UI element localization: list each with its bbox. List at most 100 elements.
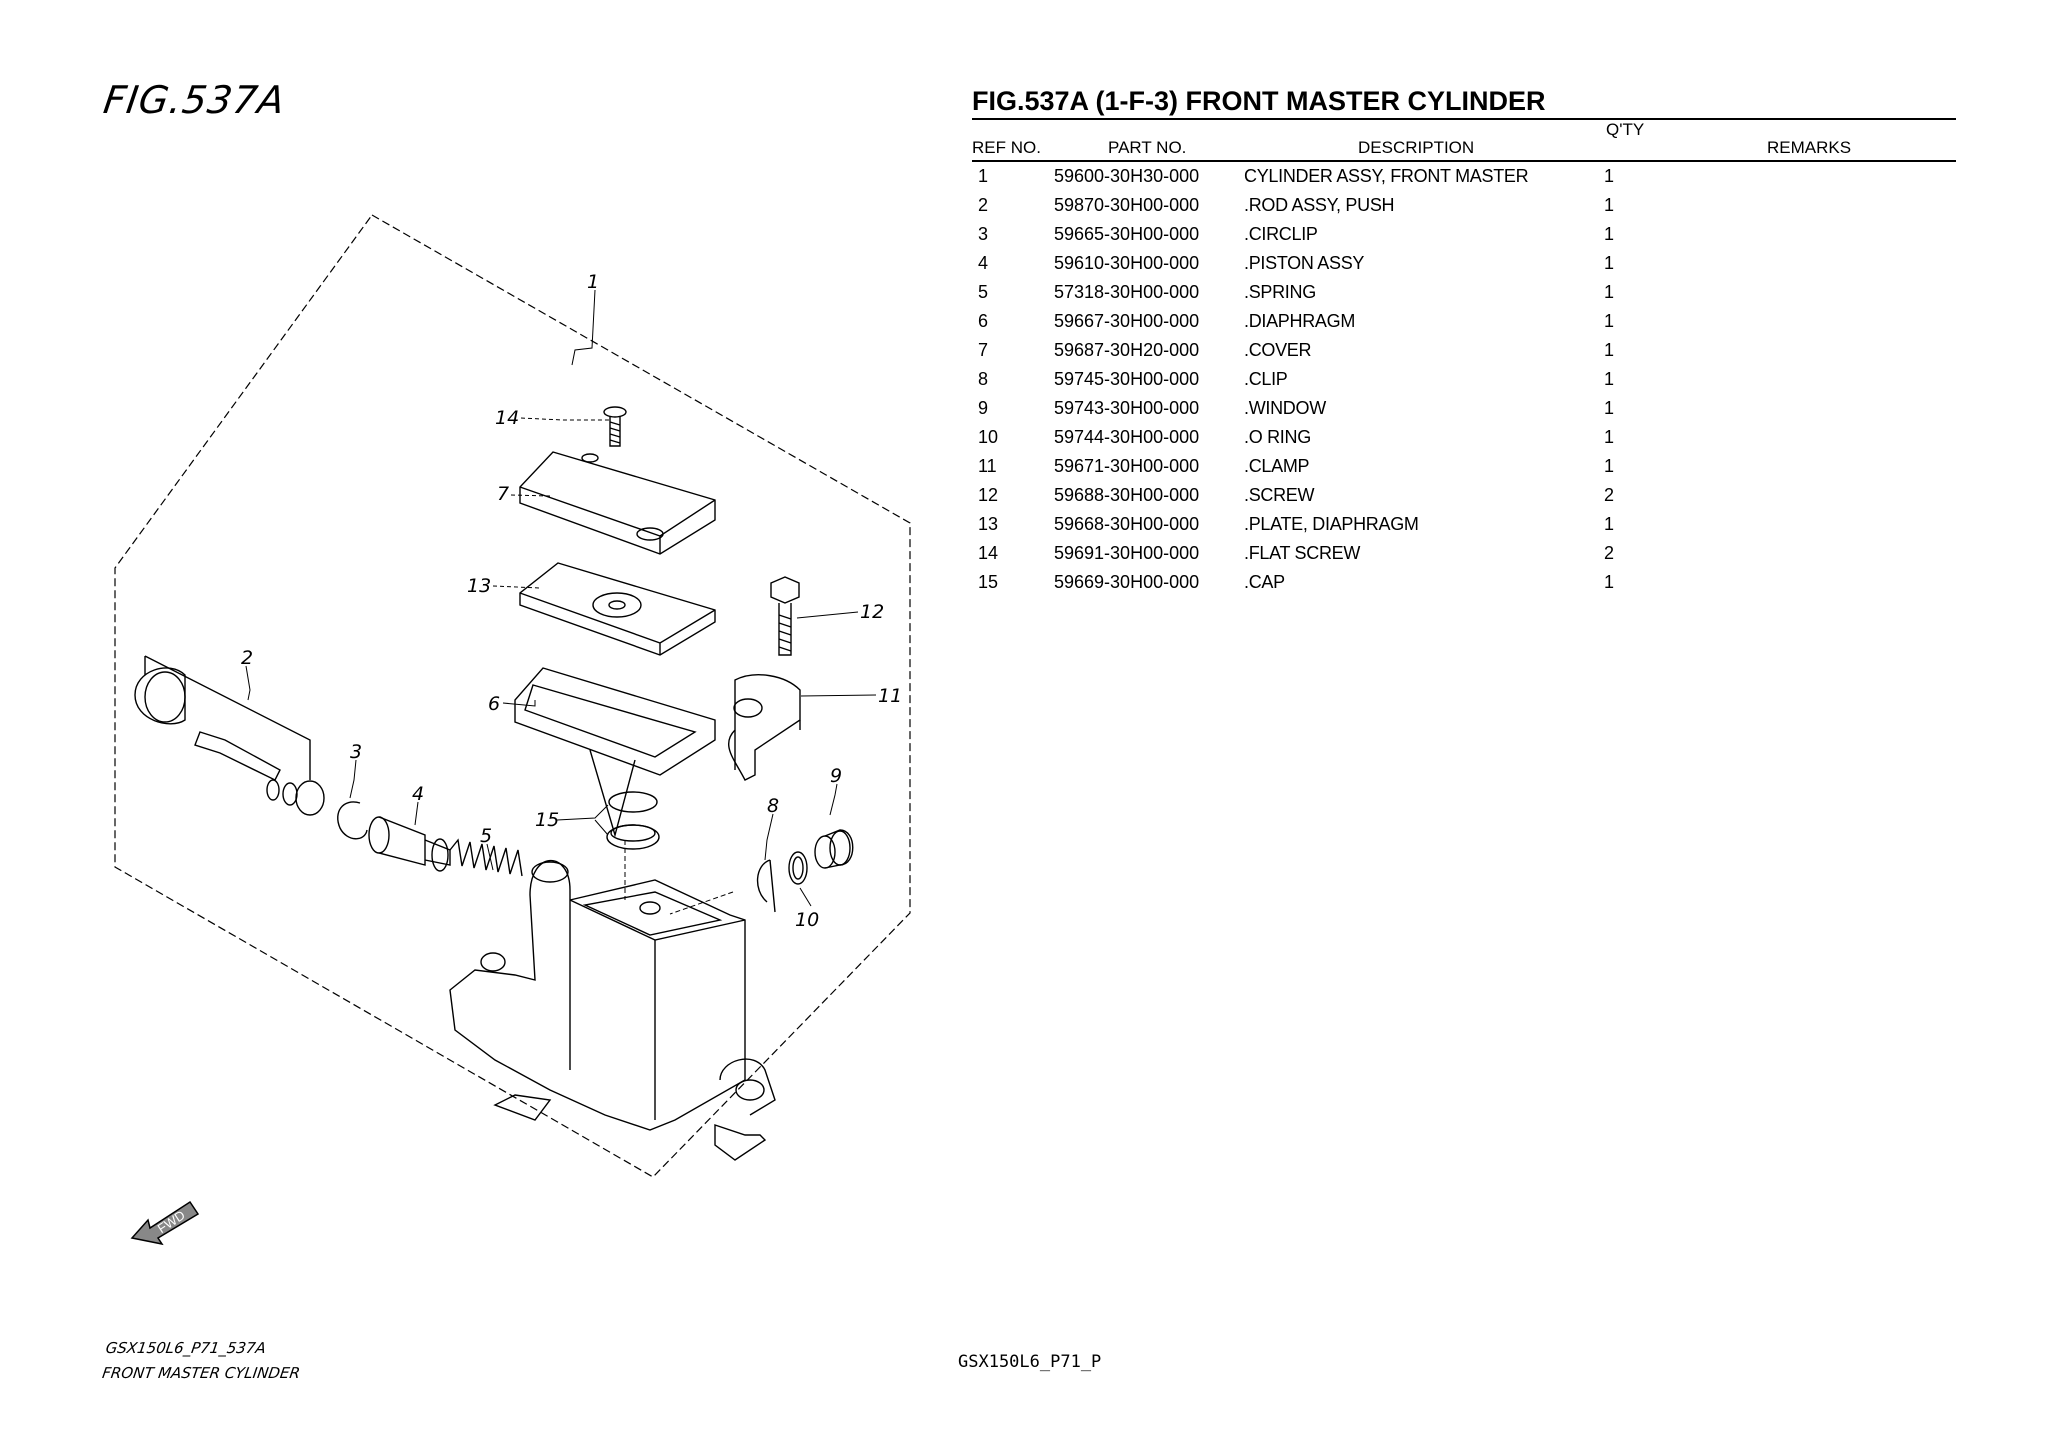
callout-2: 2: [241, 647, 253, 669]
callout-13: 13: [467, 575, 491, 597]
ref-cell: 11: [978, 456, 997, 476]
part-number-cell: 57318-30H00-000: [1054, 282, 1200, 302]
callout-7: 7: [497, 483, 509, 505]
o-ring-part: [788, 851, 808, 885]
footer-catalog-code: GSX150L6_P71_P: [958, 1352, 1102, 1372]
part-number-cell: 59687-30H20-000: [1054, 340, 1200, 360]
callout-1: 1: [587, 271, 599, 293]
qty-cell: 1: [1604, 572, 1615, 592]
page-title: FIG.537A (1-F-3) FRONT MASTER CYLINDER: [972, 86, 1546, 116]
clamp-part: [728, 674, 801, 781]
ref-cell: 15: [978, 572, 999, 592]
callout-6: 6: [488, 693, 500, 715]
callout-11: 11: [878, 685, 902, 707]
part-number-cell: 59671-30H00-000: [1054, 456, 1200, 476]
description-cell: .CLIP: [1244, 369, 1288, 389]
qty-cell: 2: [1604, 485, 1615, 505]
description-cell: .FLAT SCREW: [1244, 543, 1361, 563]
description-cell: CYLINDER ASSY, FRONT MASTER: [1244, 166, 1529, 186]
ref-cell: 5: [978, 282, 989, 302]
part-number-cell: 59665-30H00-000: [1054, 224, 1200, 244]
part-number-cell: 59744-30H00-000: [1054, 427, 1200, 447]
callout-14: 14: [495, 407, 519, 429]
ref-cell: 8: [978, 369, 989, 389]
description-cell: .DIAPHRAGM: [1244, 311, 1356, 331]
qty-cell: 2: [1604, 543, 1615, 563]
ref-cell: 1: [978, 166, 989, 186]
table-row: 7 59687-30H20-000 .COVER 1: [972, 338, 1956, 367]
qty-cell: 1: [1604, 166, 1615, 186]
table-row: 1 59600-30H30-000 CYLINDER ASSY, FRONT M…: [972, 164, 1956, 193]
figure-label: FIG.537A: [100, 78, 289, 122]
spring-part: [449, 838, 523, 877]
ref-cell: 6: [978, 311, 989, 331]
part-number-cell: 59669-30H00-000: [1054, 572, 1200, 592]
fwd-arrow-icon: FWD: [130, 1200, 200, 1246]
ref-cell: 3: [978, 224, 989, 244]
diaphragm-part: [514, 667, 716, 838]
ref-cell: 13: [978, 514, 999, 534]
description-cell: .PISTON ASSY: [1244, 253, 1365, 273]
clip-part: [756, 859, 776, 913]
description-cell: .SCREW: [1244, 485, 1315, 505]
part-number-cell: 59600-30H30-000: [1054, 166, 1200, 186]
ref-cell: 10: [978, 427, 999, 447]
push-rod-part: [134, 655, 325, 816]
part-number-cell: 59745-30H00-000: [1054, 369, 1200, 389]
table-row: 2 59870-30H00-000 .ROD ASSY, PUSH 1: [972, 193, 1956, 222]
part-number-cell: 59870-30H00-000: [1054, 195, 1200, 215]
parts-table: 1 59600-30H30-000 CYLINDER ASSY, FRONT M…: [972, 164, 1956, 599]
description-cell: .O RING: [1244, 427, 1311, 447]
table-row: 14 59691-30H00-000 .FLAT SCREW 2: [972, 541, 1956, 570]
table-row: 11 59671-30H00-000 .CLAMP 1: [972, 454, 1956, 483]
callout-12: 12: [860, 601, 884, 623]
qty-cell: 1: [1604, 369, 1615, 389]
table-row: 6 59667-30H00-000 .DIAPHRAGM 1: [972, 309, 1956, 338]
table-row: 15 59669-30H00-000 .CAP 1: [972, 570, 1956, 599]
callout-8: 8: [767, 795, 779, 817]
ref-cell: 2: [978, 195, 989, 215]
table-row: 13 59668-30H00-000 .PLATE, DIAPHRAGM 1: [972, 512, 1956, 541]
header-qty: Q'TY: [1606, 120, 1645, 139]
callout-15: 15: [535, 809, 559, 831]
circlip-part: [337, 801, 368, 840]
flat-screw-part: [603, 406, 627, 447]
callout-3: 3: [350, 741, 362, 763]
qty-cell: 1: [1604, 311, 1615, 331]
ref-cell: 14: [978, 543, 999, 563]
table-row: 3 59665-30H00-000 .CIRCLIP 1: [972, 222, 1956, 251]
header-top-rule: [972, 118, 1956, 120]
description-cell: .ROD ASSY, PUSH: [1244, 195, 1395, 215]
description-cell: .CLAMP: [1244, 456, 1310, 476]
callout-10: 10: [795, 909, 819, 931]
description-cell: .COVER: [1244, 340, 1312, 360]
description-cell: .PLATE, DIAPHRAGM: [1244, 514, 1419, 534]
table-row: 9 59743-30H00-000 .WINDOW 1: [972, 396, 1956, 425]
qty-cell: 1: [1604, 398, 1615, 418]
part-number-cell: 59743-30H00-000: [1054, 398, 1200, 418]
cover-part: [519, 451, 716, 555]
qty-cell: 1: [1604, 195, 1615, 215]
part-number-cell: 59610-30H00-000: [1054, 253, 1200, 273]
header-ref: REF NO.: [972, 138, 1041, 157]
table-row: 10 59744-30H00-000 .O RING 1: [972, 425, 1956, 454]
part-number-cell: 59668-30H00-000: [1054, 514, 1200, 534]
table-row: 12 59688-30H00-000 .SCREW 2: [972, 483, 1956, 512]
ref-cell: 9: [978, 398, 989, 418]
leader-lines: [245, 289, 877, 915]
header-part: PART NO.: [1108, 138, 1187, 157]
header-bottom-rule: [972, 160, 1956, 162]
callout-4: 4: [412, 783, 424, 805]
callout-9: 9: [830, 765, 842, 787]
assembly-boundary: [114, 214, 911, 1178]
piston-part: [368, 816, 451, 872]
description-cell: .CAP: [1244, 572, 1285, 592]
callout-5: 5: [480, 825, 492, 847]
table-row: 5 57318-30H00-000 .SPRING 1: [972, 280, 1956, 309]
exploded-diagram: 1 2 3 4 5 6 7 8 9 10 11 12 13 14 15: [114, 214, 911, 1178]
qty-cell: 1: [1604, 456, 1615, 476]
part-number-cell: 59691-30H00-000: [1054, 543, 1200, 563]
qty-cell: 1: [1604, 514, 1615, 534]
cylinder-body-part: [449, 859, 776, 1161]
window-part: [814, 829, 854, 869]
